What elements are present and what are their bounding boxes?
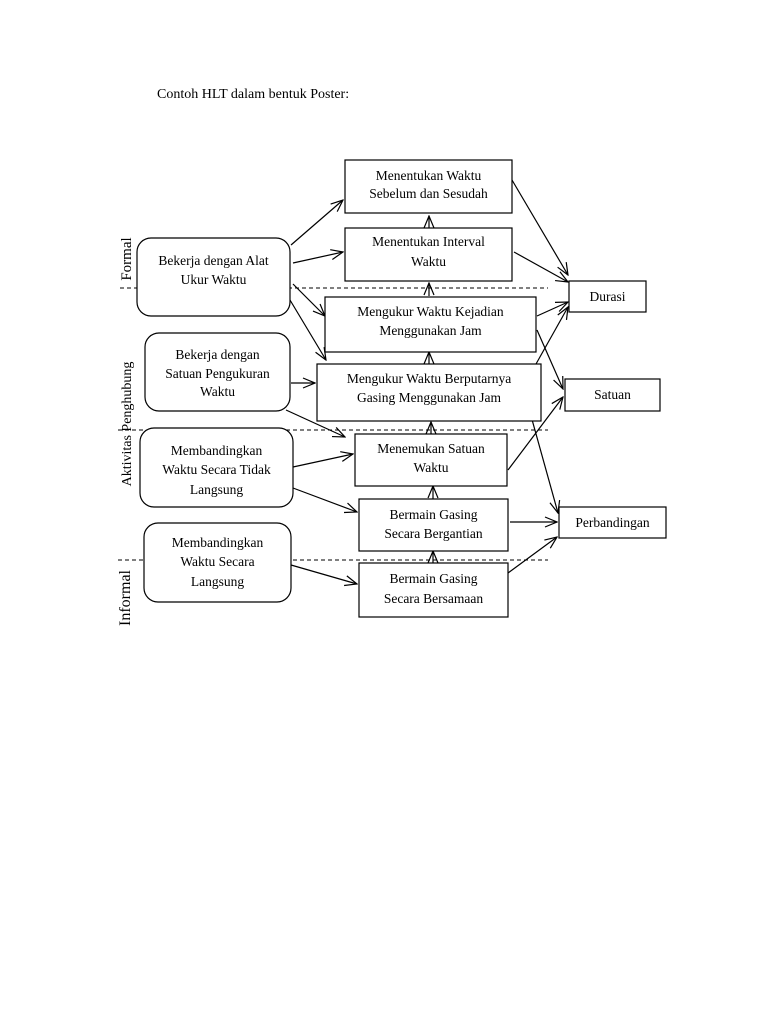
node-menemukan-satuan-line-2: Waktu — [414, 460, 449, 475]
edge-tidak-langsung-to-menemukan — [292, 454, 353, 468]
edge-kejadian-to-durasi — [536, 302, 568, 317]
node-bersamaan: Bermain Gasing Secara Bersamaan — [358, 562, 509, 618]
node-alat-ukur: Bekerja dengan Alat Ukur Waktu — [136, 237, 291, 317]
node-sebelum-sesudah-line-2: Sebelum dan Sesudah — [369, 186, 488, 201]
edge-bersamaan-to-perbandingan — [507, 537, 557, 574]
edges — [285, 179, 568, 584]
edge-sebelum-to-durasi — [511, 179, 568, 275]
node-interval: Menentukan Interval Waktu — [344, 227, 513, 282]
edge-tidak-langsung-to-bergantian — [292, 487, 357, 512]
edge-interval-to-durasi — [513, 251, 568, 282]
node-durasi: Durasi — [568, 280, 647, 313]
level-label-penghubung: Aktivitas Penghubung — [120, 362, 135, 487]
node-sebelum-sesudah: Menentukan Waktu Sebelum dan Sesudah — [344, 159, 513, 214]
node-kejadian-line-2: Menggunakan Jam — [379, 323, 482, 338]
node-bersamaan-line-1: Bermain Gasing — [389, 571, 477, 586]
node-left-satuan-line-2: Satuan Pengukuran — [165, 366, 270, 381]
node-sebelum-sesudah-line-1: Menentukan Waktu — [376, 168, 482, 183]
node-interval-line-1: Menentukan Interval — [372, 234, 485, 249]
node-bergantian-line-2: Secara Bergantian — [384, 526, 483, 541]
node-satuan-label: Satuan — [594, 387, 631, 402]
edge-alat-to-kejadian — [292, 283, 325, 316]
edge-kejadian-to-satuan — [536, 329, 563, 389]
edge-alat-to-berputarnya — [289, 299, 326, 360]
node-bergantian-line-1: Bermain Gasing — [389, 507, 477, 522]
node-durasi-label: Durasi — [590, 289, 626, 304]
node-left-satuan-line-1: Bekerja dengan — [175, 347, 260, 362]
diagram-title: Contoh HLT dalam bentuk Poster: — [157, 87, 350, 102]
node-interval-line-2: Waktu — [411, 254, 446, 269]
edge-menemukan-to-satuan — [507, 397, 563, 471]
node-langsung: Membandingkan Waktu Secara Langsung — [143, 522, 292, 603]
edge-langsung-to-bersamaan — [290, 564, 357, 584]
node-berputarnya-line-1: Mengukur Waktu Berputarnya — [347, 371, 511, 386]
edge-alat-to-interval — [292, 252, 343, 264]
node-langsung-line-1: Membandingkan — [172, 535, 264, 550]
node-tidak-langsung-line-3: Langsung — [190, 482, 243, 497]
node-kejadian: Mengukur Waktu Kejadian Menggunakan Jam — [324, 296, 537, 353]
node-left-satuan: Bekerja dengan Satuan Pengukuran Waktu — [144, 332, 291, 412]
node-tidak-langsung: Membandingkan Waktu Secara Tidak Langsun… — [139, 427, 294, 508]
edge-alat-to-sebelum — [290, 200, 343, 246]
node-berputarnya-line-2: Gasing Menggunakan Jam — [357, 390, 501, 405]
level-label-formal: Formal — [119, 237, 135, 280]
node-langsung-line-3: Langsung — [191, 574, 244, 589]
node-alat-ukur-line-2: Ukur Waktu — [181, 272, 247, 287]
level-label-informal: Informal — [117, 569, 134, 626]
node-langsung-line-2: Waktu Secara — [180, 554, 254, 569]
node-tidak-langsung-line-2: Waktu Secara Tidak — [162, 462, 271, 477]
edge-berputarnya-to-durasi — [535, 307, 568, 365]
node-berputarnya: Mengukur Waktu Berputarnya Gasing Menggu… — [316, 363, 542, 422]
node-perbandingan-label: Perbandingan — [575, 515, 649, 530]
node-alat-ukur-line-1: Bekerja dengan Alat — [158, 253, 268, 268]
node-kejadian-line-1: Mengukur Waktu Kejadian — [357, 304, 504, 319]
node-perbandingan: Perbandingan — [558, 506, 667, 539]
node-bergantian: Bermain Gasing Secara Bergantian — [358, 498, 509, 552]
node-tidak-langsung-line-1: Membandingkan — [171, 443, 263, 458]
edge-satuan-to-menemukan — [285, 409, 345, 437]
node-menemukan-satuan: Menemukan Satuan Waktu — [354, 433, 508, 487]
node-menemukan-satuan-line-1: Menemukan Satuan — [377, 441, 485, 456]
node-left-satuan-line-3: Waktu — [200, 384, 235, 399]
node-bersamaan-line-2: Secara Bersamaan — [384, 591, 484, 606]
node-satuan: Satuan — [564, 378, 661, 412]
